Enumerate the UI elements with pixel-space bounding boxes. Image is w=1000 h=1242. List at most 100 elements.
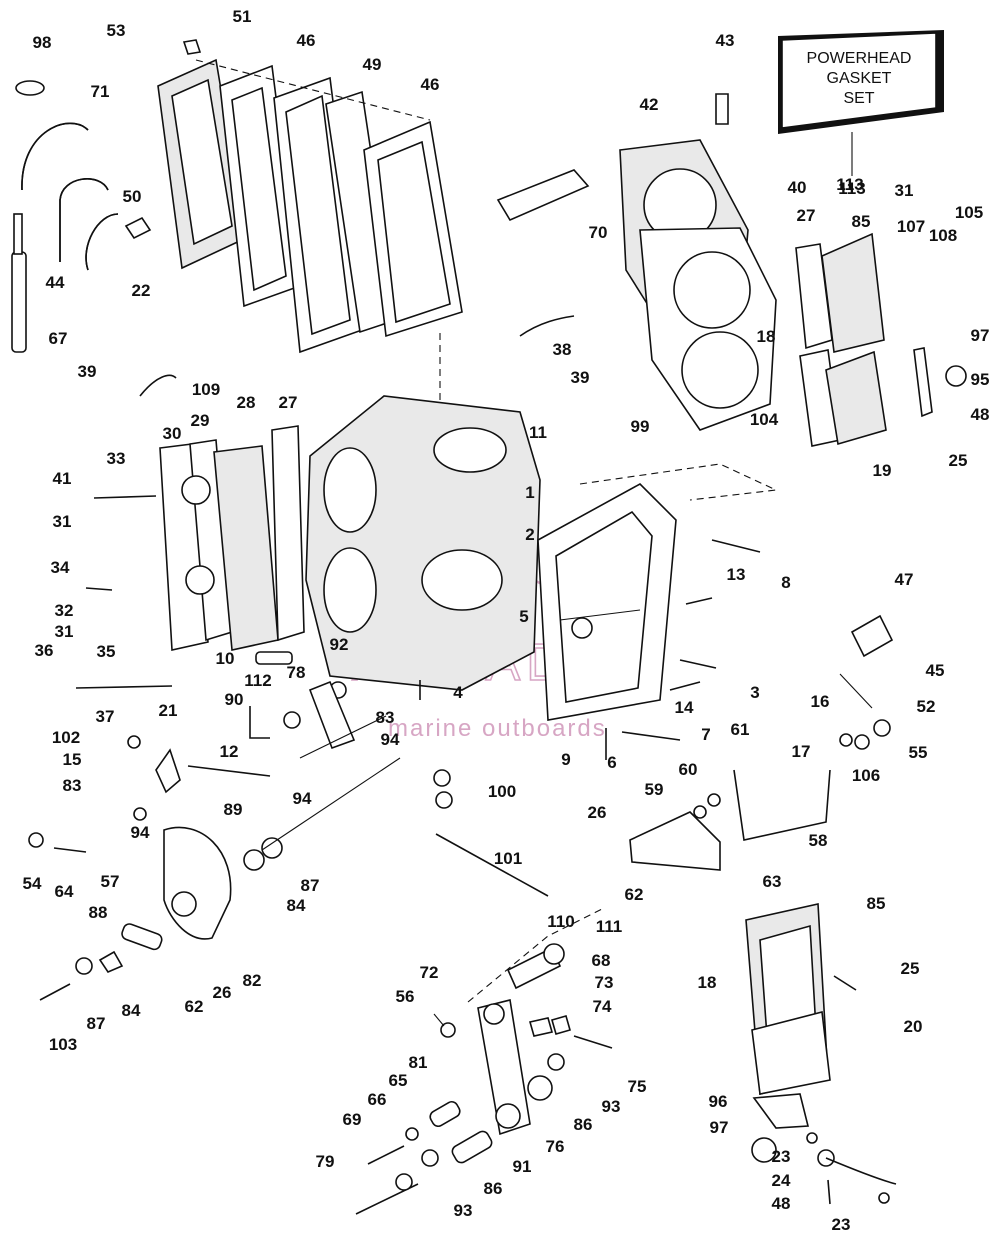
callout-c94c: 94 bbox=[131, 823, 150, 842]
callout-c28: 28 bbox=[237, 393, 256, 412]
callout-c23b: 23 bbox=[832, 1215, 851, 1234]
callout-c31b: 31 bbox=[53, 512, 72, 531]
callout-c67: 67 bbox=[49, 329, 68, 348]
callout-c7: 7 bbox=[701, 725, 710, 744]
callout-c82: 82 bbox=[243, 971, 262, 990]
callout-c94a: 94 bbox=[381, 730, 400, 749]
callout-c75: 75 bbox=[628, 1077, 647, 1096]
callout-c23a: 23 bbox=[772, 1147, 791, 1166]
hoses-group bbox=[11, 39, 202, 353]
callout-c33: 33 bbox=[107, 449, 126, 468]
callout-c51: 51 bbox=[233, 7, 252, 26]
callout-c17: 17 bbox=[792, 742, 811, 761]
callout-c76: 76 bbox=[546, 1137, 565, 1156]
callout-c48b: 48 bbox=[772, 1194, 791, 1213]
callout-c32: 32 bbox=[55, 601, 74, 620]
callout-c38: 38 bbox=[553, 340, 572, 359]
callout-c112: 112 bbox=[244, 671, 271, 690]
lever-plate-group bbox=[28, 757, 401, 1001]
callout-c1: 1 bbox=[525, 483, 534, 502]
callout-c57: 57 bbox=[101, 872, 120, 891]
callout-c52: 52 bbox=[917, 697, 936, 716]
callout-c64: 64 bbox=[55, 882, 74, 901]
throttle-arm-group bbox=[355, 769, 613, 1215]
callout-c42: 42 bbox=[640, 95, 659, 114]
callout-c71: 71 bbox=[91, 82, 110, 101]
cylinder-head-group bbox=[496, 93, 777, 431]
callout-c73: 73 bbox=[595, 973, 614, 992]
callout-c29: 29 bbox=[191, 411, 210, 430]
callout-c41: 41 bbox=[53, 469, 72, 488]
callout-c109: 109 bbox=[192, 380, 220, 399]
callout-c83b: 83 bbox=[63, 776, 82, 795]
callout-c87a: 87 bbox=[301, 876, 320, 895]
callout-c31a: 31 bbox=[895, 181, 914, 200]
lower-reed-housing-group bbox=[745, 903, 897, 1205]
callout-c59: 59 bbox=[645, 780, 664, 799]
callout-c84a: 84 bbox=[287, 896, 306, 915]
callout-c26b: 26 bbox=[213, 983, 232, 1002]
callout-c106: 106 bbox=[852, 766, 880, 785]
callout-c108: 108 bbox=[929, 226, 957, 245]
callout-c3: 3 bbox=[750, 683, 759, 702]
box-line-3: SET bbox=[843, 90, 874, 107]
callout-c104: 104 bbox=[750, 410, 779, 429]
callout-c113: 113 bbox=[836, 175, 863, 194]
callout-c44: 44 bbox=[46, 273, 65, 292]
callout-c102: 102 bbox=[52, 728, 80, 747]
callout-c45: 45 bbox=[926, 661, 945, 680]
callout-c107: 107 bbox=[897, 217, 925, 236]
callout-c46b: 46 bbox=[421, 75, 440, 94]
callout-c74: 74 bbox=[593, 997, 612, 1016]
callout-c88: 88 bbox=[89, 903, 108, 922]
callout-c79: 79 bbox=[316, 1152, 335, 1171]
callout-c55: 55 bbox=[909, 743, 928, 762]
callout-c10: 10 bbox=[216, 649, 235, 668]
callout-c72: 72 bbox=[420, 963, 439, 982]
callout-c111: 111 bbox=[596, 917, 623, 936]
callout-c97b: 97 bbox=[710, 1118, 729, 1137]
callout-c91: 91 bbox=[513, 1157, 532, 1176]
box-part-number: 113 bbox=[838, 179, 865, 198]
cylinder-block bbox=[305, 330, 541, 691]
callout-c63: 63 bbox=[763, 872, 782, 891]
box-line-1: POWERHEAD bbox=[807, 50, 912, 67]
callout-c98: 98 bbox=[33, 33, 52, 52]
callout-c2: 2 bbox=[525, 525, 534, 544]
callout-c105: 105 bbox=[955, 203, 983, 222]
callout-c31c: 31 bbox=[55, 622, 74, 641]
callout-c99: 99 bbox=[631, 417, 650, 436]
callout-c18b: 18 bbox=[698, 973, 717, 992]
covers-group bbox=[139, 374, 305, 651]
intake-plates-group bbox=[157, 58, 463, 354]
callout-c19: 19 bbox=[873, 461, 892, 480]
callout-c15: 15 bbox=[63, 750, 82, 769]
callout-c62a: 62 bbox=[625, 885, 644, 904]
callout-c46a: 46 bbox=[297, 31, 316, 50]
callout-c39a: 39 bbox=[571, 368, 590, 387]
callout-c61: 61 bbox=[731, 720, 750, 739]
callout-c35: 35 bbox=[97, 642, 116, 661]
crankcase bbox=[537, 463, 778, 721]
callout-c14: 14 bbox=[675, 698, 694, 717]
callout-c8: 8 bbox=[781, 573, 790, 592]
callout-c96: 96 bbox=[709, 1092, 728, 1111]
callout-c34: 34 bbox=[51, 558, 70, 577]
callout-c66: 66 bbox=[368, 1090, 387, 1109]
callout-c110: 110 bbox=[547, 912, 574, 931]
callout-c25a: 25 bbox=[949, 451, 968, 470]
callout-c87b: 87 bbox=[87, 1014, 106, 1033]
callout-c56: 56 bbox=[396, 987, 415, 1006]
callout-c94b: 94 bbox=[293, 789, 312, 808]
right-linkage-group bbox=[629, 614, 894, 871]
callout-c65: 65 bbox=[389, 1071, 408, 1090]
callout-c36: 36 bbox=[35, 641, 54, 660]
callout-c50: 50 bbox=[123, 187, 142, 206]
callout-c86a: 86 bbox=[574, 1115, 593, 1134]
callout-c26a: 26 bbox=[588, 803, 607, 822]
callout-c84b: 84 bbox=[122, 1001, 141, 1020]
watermark-tagline: marine outboards bbox=[388, 715, 607, 742]
callout-c101: 101 bbox=[494, 849, 522, 868]
callout-c5: 5 bbox=[519, 607, 528, 626]
